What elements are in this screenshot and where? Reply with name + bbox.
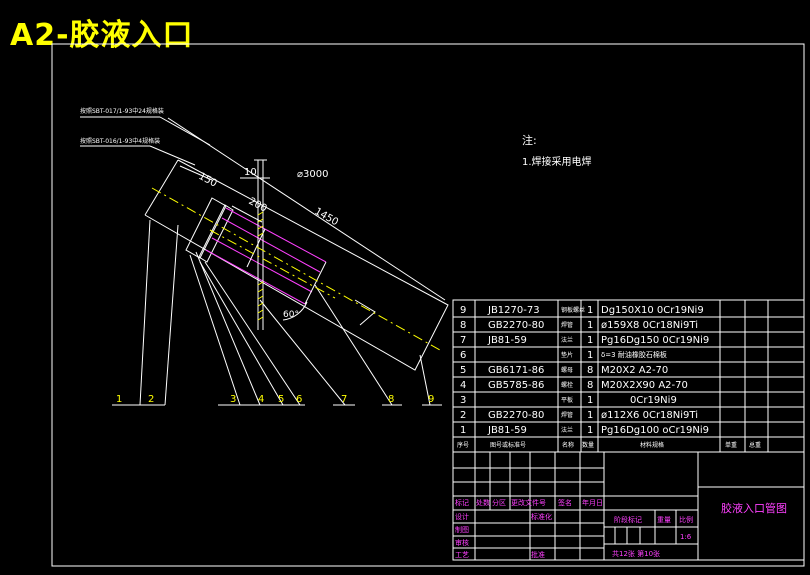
tb-review: 审核 xyxy=(455,538,469,547)
balloon-7: 7 xyxy=(341,394,347,405)
bom-no: 5 xyxy=(460,365,466,376)
bom-header-no: 序号 xyxy=(457,441,469,449)
bom-spec: M20X2 A2-70 xyxy=(601,365,668,376)
bom-no: 6 xyxy=(460,350,466,361)
bom-header-unit-wt: 单重 xyxy=(725,441,737,449)
dim-1450: 1450 xyxy=(313,206,341,228)
dim-3000: ⌀3000 xyxy=(297,169,328,180)
tb-drawing-name: 胶液入口管图 xyxy=(721,501,787,515)
bom-std: GB2270-80 xyxy=(488,410,544,421)
bom-name: 垫片 xyxy=(561,351,573,359)
bom-header-spec: 材料规格 xyxy=(640,441,664,449)
bom-spec: Pg16Dg100 oCr19Ni9 xyxy=(601,425,709,436)
page-title: A2-胶液入口 xyxy=(10,18,194,53)
tb-weight: 重量 xyxy=(657,516,671,524)
notes-item-1: 1.焊接采用电焊 xyxy=(522,155,592,168)
bom-qty: 1 xyxy=(587,425,593,436)
bom-std: JB81-59 xyxy=(487,335,527,346)
bom-qty: 1 xyxy=(587,395,593,406)
bom-name: 焊管 xyxy=(561,321,573,329)
bom-header-total-wt: 总重 xyxy=(749,441,761,449)
dim-150: 150 xyxy=(197,171,219,190)
tb-sheets: 共12张 第10张 xyxy=(612,549,660,558)
bom-name: 平板 xyxy=(561,396,573,404)
balloon-9: 9 xyxy=(428,394,434,405)
bom-spec: M20X2X90 A2-70 xyxy=(601,380,688,391)
tb-design: 设计 xyxy=(455,512,469,521)
bom-no: 2 xyxy=(460,410,466,421)
balloon-5: 5 xyxy=(278,394,284,405)
tb-mark: 标记 xyxy=(455,498,469,507)
bom-std: GB2270-80 xyxy=(488,320,544,331)
tb-scale: 1:6 xyxy=(680,533,692,541)
tb-count: 处数 xyxy=(476,498,490,507)
bom-spec: ø159X8 0Cr18Ni9Ti xyxy=(601,320,698,331)
bom-no: 1 xyxy=(460,425,466,436)
bom-header-qty: 数量 xyxy=(582,441,594,449)
bom-spec: Dg150X10 0Cr19Ni9 xyxy=(601,305,704,316)
bom-spec: ø112X6 0Cr18Ni9Ti xyxy=(601,410,698,421)
balloon-8: 8 xyxy=(388,394,394,405)
bom-rows: 9 JB1270-73 钢板螺丝 1 Dg150X10 0Cr19Ni9 8 G… xyxy=(457,305,761,449)
tb-drawing: 制图 xyxy=(455,525,469,534)
tb-approve: 批准 xyxy=(531,550,545,559)
balloon-3: 3 xyxy=(230,394,236,405)
bom-name: 螺母 xyxy=(561,366,573,374)
bom-qty: 1 xyxy=(587,335,593,346)
balloon-numbers: 1 2 3 4 5 6 7 8 9 xyxy=(116,394,434,405)
bom-header-std: 图号或标准号 xyxy=(490,441,526,449)
bom-no: 8 xyxy=(460,320,466,331)
bom-no: 9 xyxy=(460,305,466,316)
tb-process: 工艺 xyxy=(455,551,469,559)
dim-10: 10 xyxy=(244,167,257,178)
bom-no: 3 xyxy=(460,395,466,406)
tb-zone: 分区 xyxy=(492,498,506,507)
tb-standardize: 标准化 xyxy=(531,512,552,521)
bom-std: JB1270-73 xyxy=(487,305,540,316)
bom-qty: 8 xyxy=(587,365,593,376)
callout-mid-spec: 按照SBT-016/1-93中4规格装 xyxy=(80,137,160,145)
balloon-1: 1 xyxy=(116,394,122,405)
tb-change-doc: 更改文件号 xyxy=(511,498,546,507)
balloon-4: 4 xyxy=(258,394,264,405)
bom-qty: 1 xyxy=(587,350,593,361)
callout-top-spec: 按照SBT-017/1-93中24规格装 xyxy=(80,107,164,115)
bom-std: GB5785-86 xyxy=(488,380,544,391)
balloon-6: 6 xyxy=(296,394,302,405)
title-block xyxy=(452,451,805,561)
bom-name: 法兰 xyxy=(561,336,573,344)
pipe-assembly xyxy=(80,116,449,406)
bom-qty: 1 xyxy=(587,320,593,331)
bom-spec: δ=3 耐油橡胶石棉板 xyxy=(601,350,667,359)
bom-spec: 0Cr19Ni9 xyxy=(630,395,677,406)
bom-std: JB81-59 xyxy=(487,425,527,436)
bom-qty: 8 xyxy=(587,380,593,391)
bom-no: 4 xyxy=(460,380,466,391)
bom-qty: 1 xyxy=(587,305,593,316)
bom-std: GB6171-86 xyxy=(488,365,544,376)
bom-no: 7 xyxy=(460,335,466,346)
tb-date: 年月日 xyxy=(582,498,603,507)
balloon-2: 2 xyxy=(148,394,154,405)
weld-hatch xyxy=(257,211,264,321)
tb-scale-label: 比例 xyxy=(679,515,693,524)
tb-stage-mark: 阶段标记 xyxy=(614,515,642,524)
bom-header-name: 名称 xyxy=(562,441,574,449)
bom-name: 螺栓 xyxy=(561,381,573,389)
center-lines xyxy=(151,187,441,351)
bom-qty: 1 xyxy=(587,410,593,421)
notes-heading: 注: xyxy=(522,133,537,147)
bom-spec: Pg16Dg150 0Cr19Ni9 xyxy=(601,335,709,346)
tb-signature: 签名 xyxy=(558,498,572,507)
dim-angle: 60° xyxy=(283,310,299,320)
bom-name: 法兰 xyxy=(561,426,573,434)
bom-name: 焊管 xyxy=(561,411,573,419)
bom-name: 钢板螺丝 xyxy=(561,306,585,314)
title-block-text: 标记 处数 分区 更改文件号 签名 年月日 设计 标准化 制图 审核 工艺 批准… xyxy=(455,498,787,559)
